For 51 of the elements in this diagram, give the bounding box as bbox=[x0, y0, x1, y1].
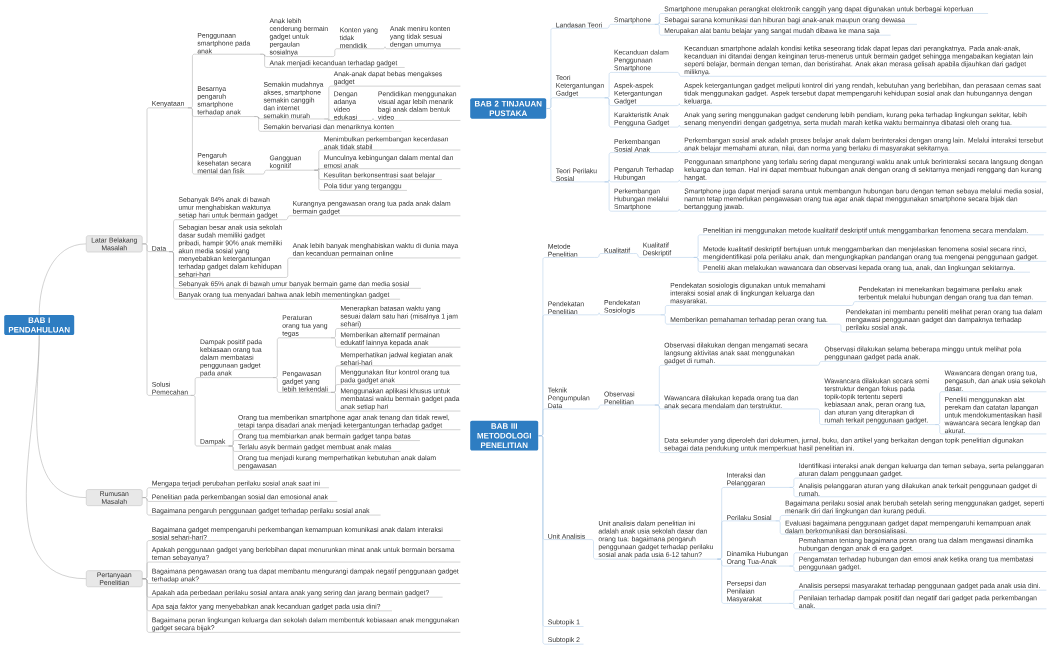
connector-line bbox=[283, 257, 293, 278]
main-topic-box: BAB I PENDAHULUAN bbox=[4, 314, 75, 336]
connector-line bbox=[26, 335, 87, 579]
connector-line bbox=[314, 167, 324, 171]
connector-line bbox=[228, 445, 238, 471]
connector-line bbox=[259, 169, 269, 175]
connector-line bbox=[546, 108, 556, 183]
connector-line bbox=[380, 46, 390, 50]
connector-line bbox=[814, 408, 824, 425]
connector-line bbox=[190, 395, 200, 447]
connector-line bbox=[836, 323, 846, 333]
connector-line bbox=[789, 565, 799, 572]
connector-line bbox=[674, 72, 684, 77]
connector-line bbox=[674, 150, 684, 153]
connector-line bbox=[789, 487, 799, 497]
connector-line bbox=[142, 243, 152, 396]
connector-line bbox=[594, 253, 604, 258]
connector-line bbox=[272, 377, 282, 393]
connector-line bbox=[187, 107, 197, 175]
connector-line bbox=[716, 558, 727, 604]
main-topic-box: BAB 2 TINJAUAN PUSTAKA bbox=[470, 98, 547, 119]
connector-line bbox=[314, 169, 324, 191]
connector-line bbox=[283, 215, 293, 220]
connector-line bbox=[693, 257, 703, 273]
connector-line bbox=[654, 404, 664, 453]
connector-line bbox=[142, 578, 152, 633]
connector-line bbox=[259, 53, 269, 68]
connector-line bbox=[168, 251, 178, 300]
connector-line bbox=[604, 24, 614, 29]
connector-line bbox=[368, 118, 378, 121]
connector-line bbox=[654, 24, 664, 36]
connector-line bbox=[324, 118, 334, 122]
connector-line bbox=[588, 539, 598, 560]
connector-line bbox=[594, 404, 604, 410]
connector-line bbox=[789, 603, 799, 610]
connector-line bbox=[814, 361, 824, 366]
connector-line bbox=[604, 181, 614, 212]
connector-line bbox=[848, 301, 858, 306]
connector-line bbox=[775, 520, 785, 535]
connector-line bbox=[38, 243, 87, 315]
connector-line bbox=[330, 48, 340, 57]
main-topic-box: BAB III METODOLOGI PENELITIAN bbox=[470, 420, 539, 451]
connector-line bbox=[330, 337, 340, 348]
connector-line bbox=[330, 392, 340, 412]
connector-line bbox=[660, 314, 670, 325]
connector-line bbox=[674, 103, 684, 106]
connector-line bbox=[633, 253, 643, 258]
connector-line bbox=[253, 116, 263, 132]
connector-line bbox=[142, 497, 152, 516]
connector-line bbox=[604, 97, 614, 128]
connector-line bbox=[934, 424, 945, 435]
